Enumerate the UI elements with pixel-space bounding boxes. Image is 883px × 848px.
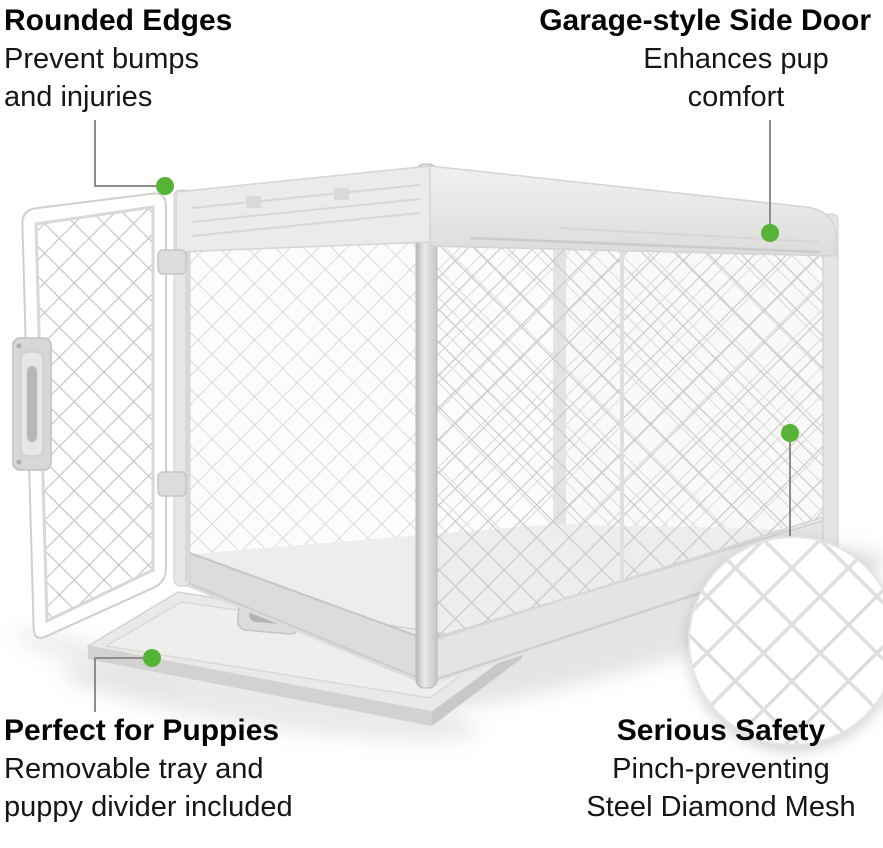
callout-title: Garage-style Side Door — [539, 4, 871, 37]
callout-connectors — [94, 120, 791, 712]
callout-title: Serious Safety — [616, 714, 826, 747]
callout-title: Rounded Edges — [4, 4, 233, 37]
callout-text-line: Steel Diamond Mesh — [586, 791, 856, 823]
callout-text-line: Prevent bumps — [4, 43, 200, 75]
callout-text-line: Removable tray and — [4, 753, 264, 785]
front-corner-post — [415, 163, 438, 689]
callout-rounded-edges: Rounded Edges Prevent bumps and injuries — [4, 2, 232, 116]
callout-text-line: Pinch-preventing — [612, 753, 830, 785]
callout-text-line: Enhances pup — [643, 43, 829, 75]
open-front-door — [12, 192, 167, 639]
marker-mesh — [781, 424, 799, 442]
callout-text-line: comfort — [687, 81, 785, 113]
callout-safety: Serious Safety Pinch-preventing Steel Di… — [560, 712, 882, 826]
side-door-track — [469, 236, 821, 254]
marker-rounded-edges — [156, 177, 174, 195]
garage-door-slat — [191, 198, 421, 223]
connector-rounded-edges — [94, 120, 156, 187]
callout-text-line: puppy divider included — [4, 791, 293, 823]
feature-markers — [143, 177, 799, 667]
door-latch — [12, 337, 52, 471]
callout-puppies: Perfect for Puppies Removable tray and p… — [4, 712, 293, 826]
marker-tray — [143, 649, 161, 667]
callout-text-line: and injuries — [4, 81, 153, 113]
garage-door-slat — [191, 212, 421, 237]
roof — [175, 165, 837, 257]
connector-tray — [94, 657, 143, 712]
mesh-detail-circle — [688, 536, 883, 746]
garage-door-slat — [191, 184, 421, 209]
door-hinges — [157, 249, 187, 497]
callout-title: Perfect for Puppies — [4, 714, 280, 747]
marker-side-door — [761, 224, 779, 242]
callout-side-door: Garage-style Side Door Enhances pup comf… — [539, 2, 871, 116]
